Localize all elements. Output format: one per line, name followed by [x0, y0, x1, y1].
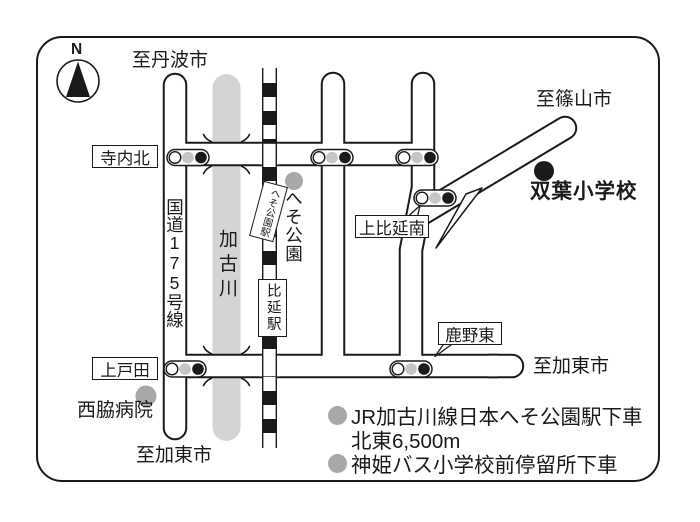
futaba-school-dot [534, 161, 554, 181]
intersection-kano-higashi: 鹿野東 [438, 322, 502, 345]
legend-distance-note: 北東6,500m [351, 430, 461, 453]
route175-label: 国道175号線 [164, 198, 185, 328]
station-hie: 比延駅 [258, 279, 287, 337]
traffic-light-icon [395, 148, 439, 167]
destination-sasayama: 至篠山市 [536, 89, 613, 110]
legend-bullet-icon [328, 405, 347, 425]
destination-kato-east: 至加東市 [533, 356, 610, 377]
intersection-terauchi-kita: 寺内北 [92, 145, 158, 168]
traffic-light-icon [166, 148, 210, 167]
intersection-kamihie-minami: 上比延南 [355, 215, 429, 238]
destination-tamba: 至丹波市 [132, 50, 209, 71]
legend-distance-row: 北東6,500m [351, 424, 460, 454]
jr-kakogawa-railway [259, 68, 280, 448]
railway-crossing-south [259, 355, 280, 377]
futaba-school-label: 双葉小学校 [530, 180, 638, 203]
heso-park-label: へそ公園 [283, 189, 304, 263]
legend-bus-row: 神姫バス小学校前停留所下車 [328, 448, 618, 478]
traffic-light-icon [163, 360, 207, 378]
traffic-light-icon [310, 148, 354, 167]
railway-crossing-north [259, 143, 280, 165]
legend-jr-row: JR加古川線日本へそ公園駅下車 [328, 400, 643, 430]
heso-park-dot [285, 172, 303, 190]
nishiwaki-hospital-label: 西脇病院 [77, 400, 154, 421]
bridge-marks [202, 133, 251, 387]
station-hie-label: 比延駅 [264, 283, 281, 333]
compass-icon [56, 59, 100, 103]
legend-jr-note: JR加古川線日本へそ公園駅下車 [351, 406, 643, 429]
legend-bus-note: 神姫バス小学校前停留所下車 [351, 454, 618, 477]
station-heso-koen-label: へそ公園駅 [256, 186, 281, 238]
compass-north-label: N [71, 41, 83, 58]
traffic-light-icon [389, 360, 433, 378]
nishiwaki-hospital-dot [135, 385, 157, 407]
legend-bullet-icon [328, 453, 347, 473]
traffic-light-icon [413, 189, 457, 207]
kakogawa-river-label: 加古川 [216, 229, 237, 303]
destination-kato-south: 至加東市 [136, 445, 213, 466]
road-fork-wedge [435, 187, 483, 249]
intersection-kamitoda: 上戸田 [92, 357, 158, 380]
